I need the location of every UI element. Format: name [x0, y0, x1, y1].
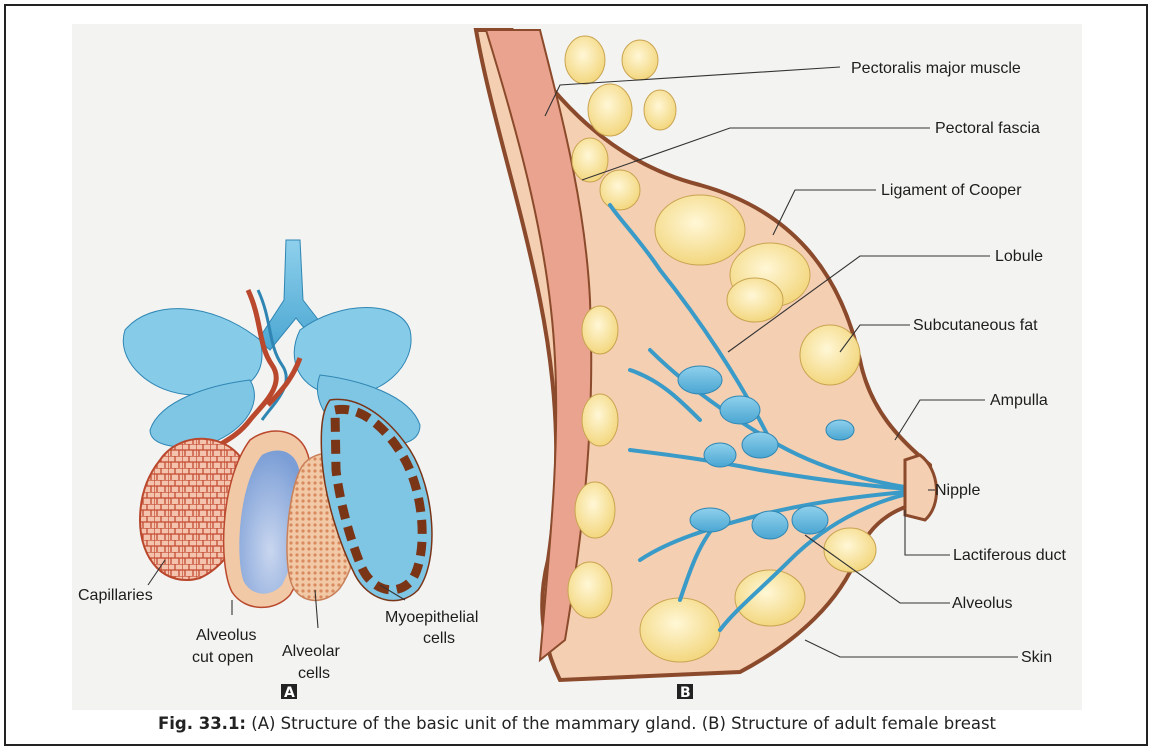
panel-a-illustration: [123, 240, 432, 607]
label-nipple: Nipple: [935, 482, 980, 499]
label-cooper: Ligament of Cooper: [881, 182, 1022, 199]
label-ampulla: Ampulla: [990, 392, 1048, 409]
label-lactiferous-duct: Lactiferous duct: [953, 547, 1067, 564]
label-alveolar-cells-1: Alveolar: [282, 643, 340, 660]
label-myoepithelial-2: cells: [423, 630, 455, 647]
label-myoepithelial-1: Myoepithelial: [385, 609, 478, 626]
caption-text: (A) Structure of the basic unit of the m…: [246, 714, 996, 733]
label-pectoral-fascia: Pectoral fascia: [935, 120, 1040, 137]
label-alveolar-cells-2: cells: [298, 665, 330, 682]
label-alveolus-cut-open-2: cut open: [192, 649, 253, 666]
label-alveolus-cut-open-1: Alveolus: [196, 627, 256, 644]
label-subcutaneous-fat: Subcutaneous fat: [913, 317, 1038, 334]
caption-fig-number: Fig. 33.1:: [158, 714, 246, 733]
label-skin: Skin: [1021, 649, 1052, 666]
panel-b-letter: B: [680, 685, 691, 701]
label-pectoralis: Pectoralis major muscle: [851, 60, 1021, 77]
label-capillaries: Capillaries: [78, 587, 153, 604]
figure-caption: Fig. 33.1: (A) Structure of the basic un…: [0, 714, 1154, 733]
label-alveolus: Alveolus: [952, 595, 1012, 612]
label-lobule: Lobule: [995, 248, 1043, 265]
panel-a-letter: A: [284, 685, 295, 701]
